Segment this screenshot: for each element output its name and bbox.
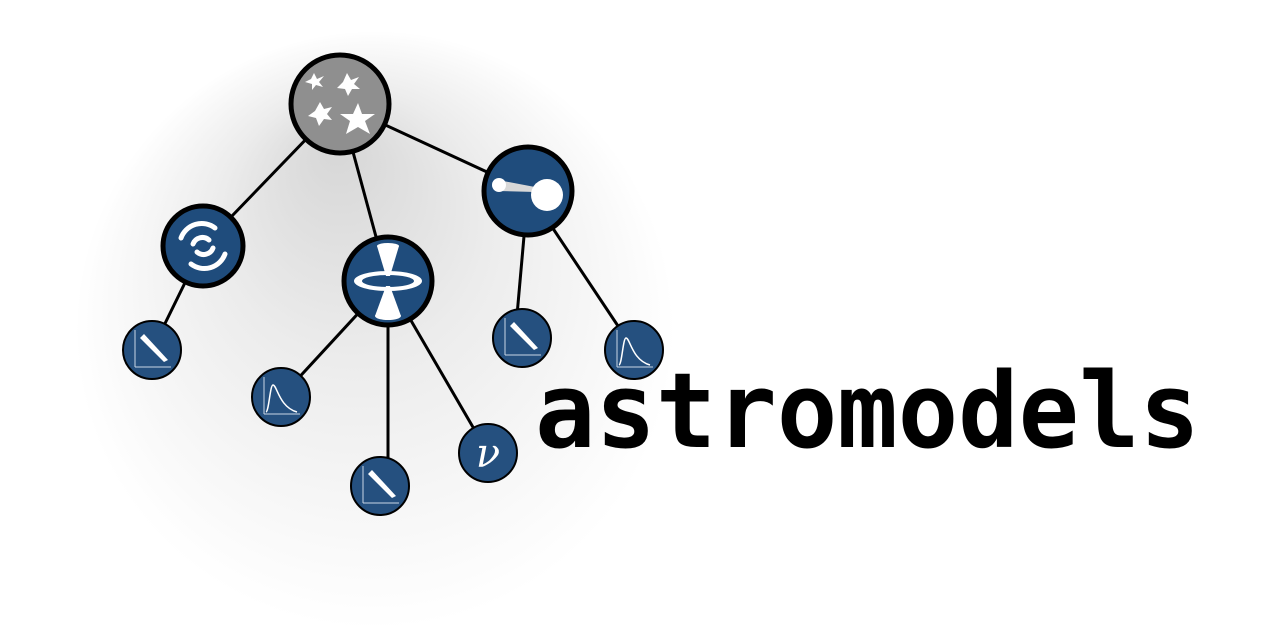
root-node [288,52,392,156]
leaf-nodes: ν [122,308,664,516]
agn-jet-torus-icon [354,243,422,320]
neutrino-icon: ν [476,431,500,477]
leaf-peaked-1 [251,367,311,427]
binary-star-icon [492,178,563,211]
spiral-galaxy-icon [178,221,228,271]
leaf-neutrino: ν [458,423,518,483]
leaf-powerlaw-1 [122,320,182,380]
stars-icon [305,73,375,134]
leaf-peaked-2 [604,320,664,380]
spiral-galaxy-node [160,203,246,289]
agn-node [341,234,435,328]
binary-star-node [481,144,575,238]
leaf-powerlaw-3 [492,308,552,368]
leaf-powerlaw-2 [350,456,410,516]
wordmark: astromodels [535,350,1200,472]
